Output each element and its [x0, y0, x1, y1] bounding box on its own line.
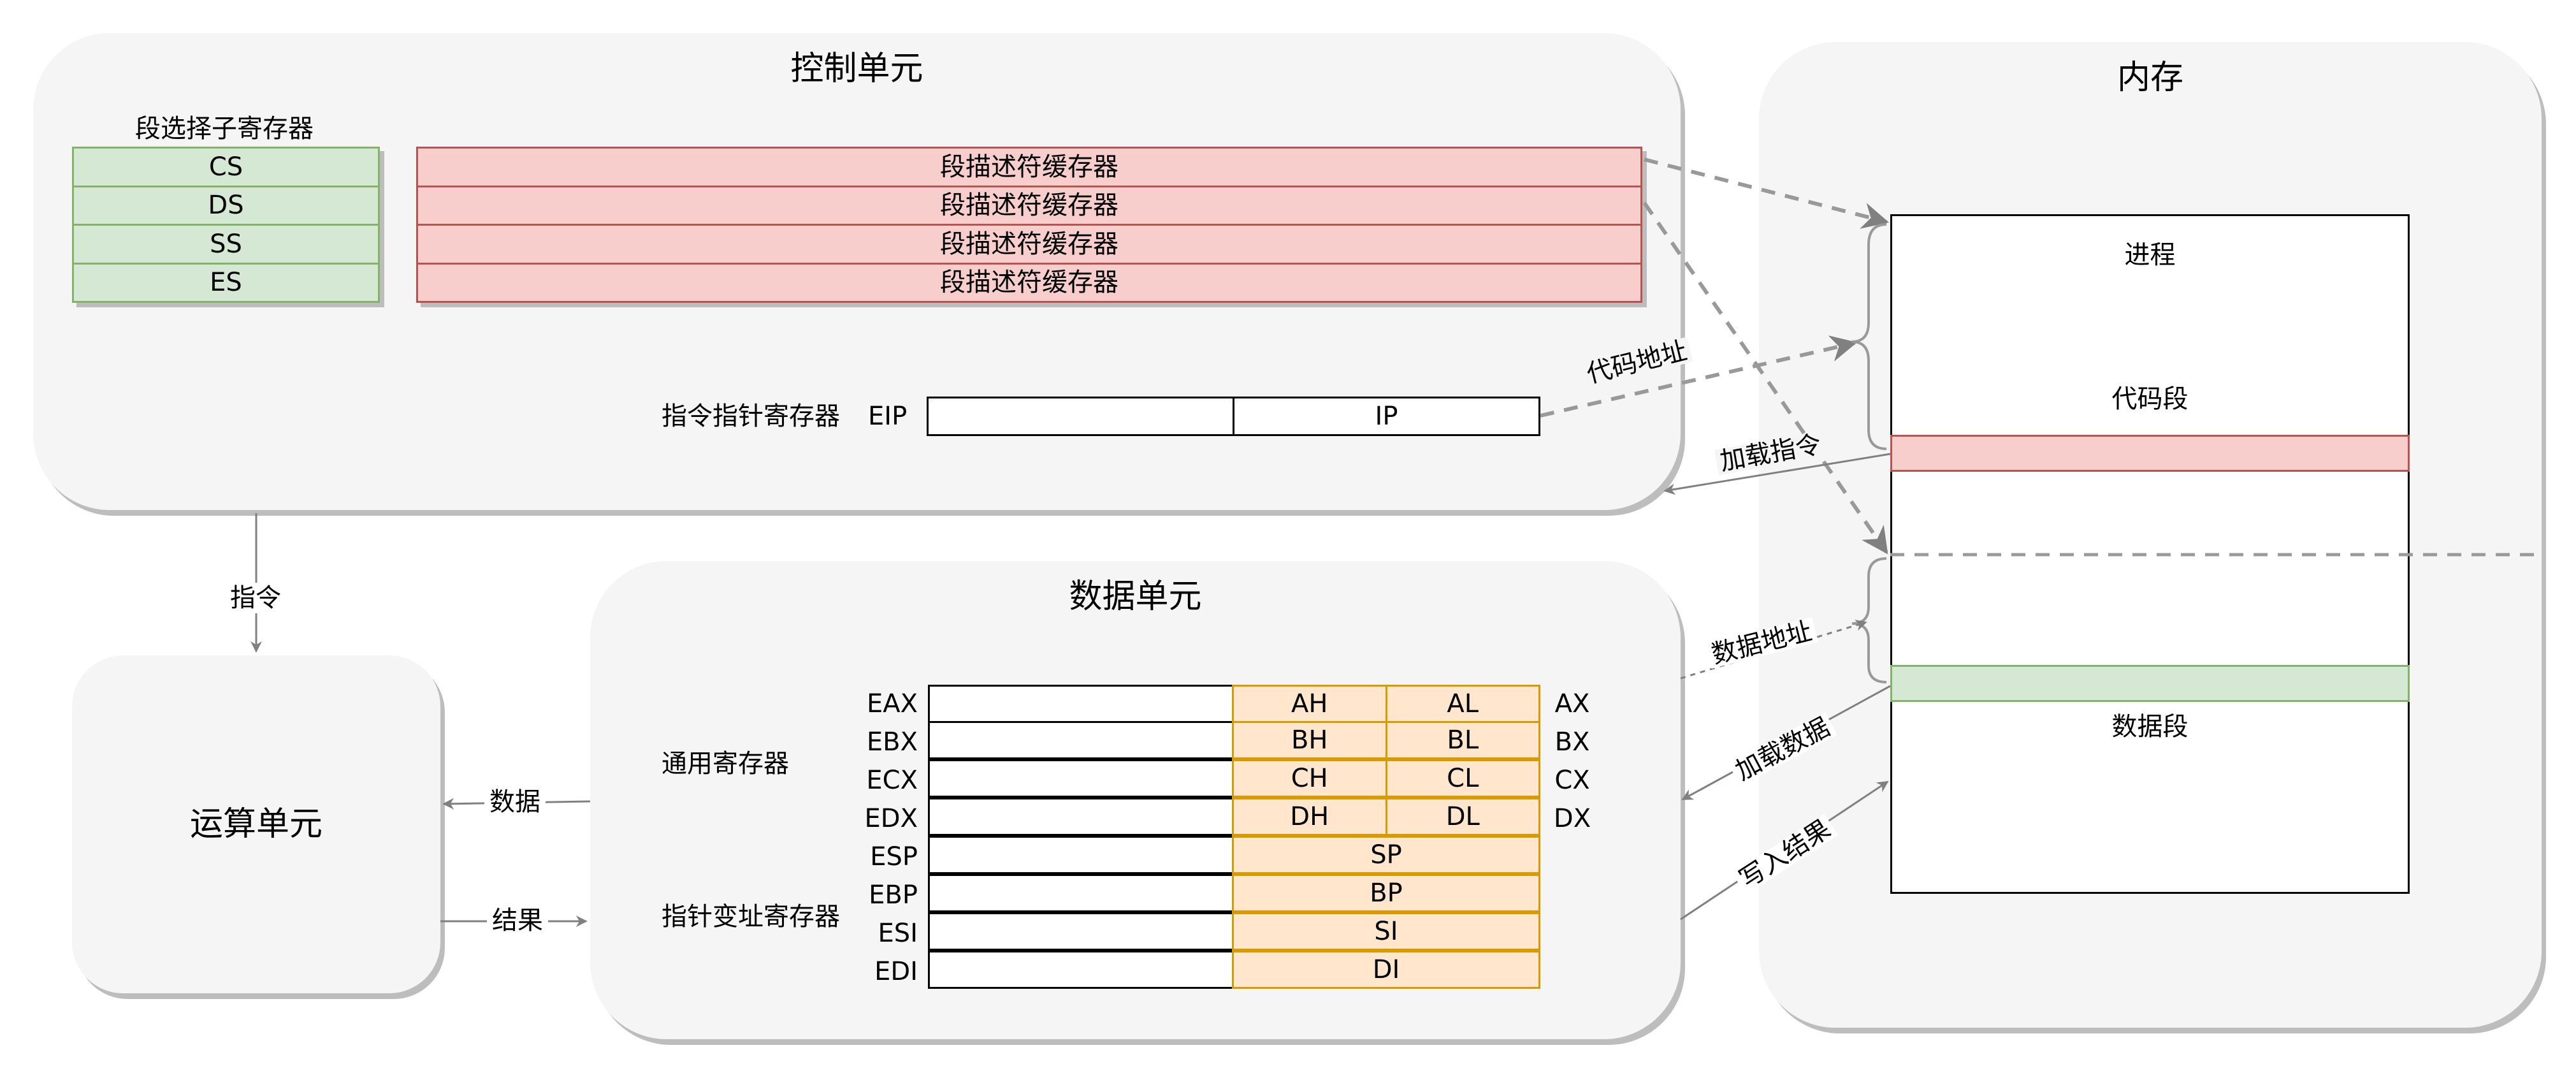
- register-low-word: AH AL: [1232, 685, 1540, 723]
- pointer-register-label: 指针变址寄存器: [662, 902, 840, 931]
- ip-register-label: 指令指针寄存器: [662, 402, 840, 431]
- data-unit-title: 数据单元: [1069, 578, 1202, 616]
- register-upper-half: [928, 836, 1234, 874]
- process-memory-box: [1890, 214, 2410, 894]
- register-16bit-name: DX: [1553, 804, 1591, 833]
- general-register-table: EAX AH AL AX EBX BH BL BX ECX CH CL CX E…: [850, 685, 1604, 991]
- register-upper-half: [928, 685, 1234, 723]
- segment-register-es: ES: [72, 262, 380, 303]
- result-label: 结果: [487, 908, 548, 933]
- register-low-word: BH BL: [1232, 721, 1540, 759]
- segment-selector-label: 段选择子寄存器: [135, 114, 314, 143]
- register-name: EDI: [874, 957, 918, 986]
- register-row-eax: EAX AH AL AX: [850, 685, 1604, 723]
- register-row-ebx: EBX BH BL BX: [850, 721, 1604, 761]
- register-row-esp: ESP SP: [850, 836, 1604, 876]
- register-low-word: CH CL: [1232, 759, 1540, 798]
- register-upper-half: [928, 721, 1234, 759]
- register-upper-half: [928, 951, 1234, 989]
- data-label: 数据: [484, 789, 546, 815]
- alu-title: 运算单元: [189, 805, 322, 843]
- code-segment-bar: [1890, 435, 2410, 472]
- register-row-edi: EDI DI: [850, 951, 1604, 991]
- register-16bit: SP: [1232, 836, 1540, 874]
- instruction-label: 指令: [226, 583, 285, 613]
- register-16bit: SI: [1232, 912, 1540, 951]
- register-name: ECX: [866, 766, 918, 795]
- register-name: EBP: [869, 880, 918, 910]
- descriptor-cache-4: 段描述符缓存器: [416, 262, 1642, 303]
- register-low-word: DH DL: [1232, 798, 1540, 836]
- register-row-ecx: ECX CH CL CX: [850, 759, 1604, 799]
- register-16bit: BP: [1232, 874, 1540, 912]
- register-upper-half: [928, 912, 1234, 951]
- register-row-esi: ESI SI: [850, 912, 1604, 952]
- register-name: EDX: [864, 804, 918, 833]
- register-name: ESP: [870, 842, 918, 872]
- descriptor-cache-3: 段描述符缓存器: [416, 224, 1642, 265]
- register-name: EAX: [866, 689, 918, 719]
- alu-panel: [72, 655, 440, 993]
- register-upper-half: [928, 759, 1234, 798]
- register-row-edx: EDX DH DL DX: [850, 798, 1604, 838]
- register-16bit-name: CX: [1554, 766, 1590, 795]
- register-high-byte: DH: [1232, 798, 1387, 836]
- register-name: EBX: [866, 727, 918, 757]
- data-segment-bar: [1890, 665, 2410, 702]
- register-16bit-name: BX: [1554, 727, 1590, 757]
- register-low-byte: BL: [1385, 721, 1540, 759]
- register-low-byte: CL: [1385, 759, 1540, 798]
- register-16bit: DI: [1232, 951, 1540, 989]
- register-low-byte: DL: [1385, 798, 1540, 836]
- process-label: 进程: [2124, 240, 2176, 270]
- segment-register-ds: DS: [72, 185, 380, 226]
- segment-register-stack: CS DS SS ES: [72, 147, 380, 303]
- segment-register-cs: CS: [72, 147, 380, 187]
- register-low-byte: AL: [1385, 685, 1540, 723]
- register-16bit-name: AX: [1554, 689, 1590, 719]
- register-upper-half: [928, 874, 1234, 912]
- register-row-ebp: EBP BP: [850, 874, 1604, 914]
- register-high-byte: CH: [1232, 759, 1387, 798]
- code-segment-label: 代码段: [2111, 384, 2189, 414]
- register-low-word: SP: [1232, 836, 1540, 874]
- data-segment-label: 数据段: [2111, 712, 2189, 741]
- eip-register-high: [927, 397, 1234, 436]
- segment-register-ss: SS: [72, 224, 380, 265]
- control-unit-title: 控制单元: [790, 50, 923, 88]
- eip-label: EIP: [868, 402, 908, 431]
- register-low-word: BP: [1232, 874, 1540, 912]
- register-high-byte: BH: [1232, 721, 1387, 759]
- register-low-word: SI: [1232, 912, 1540, 951]
- ip-register: IP: [1233, 397, 1540, 436]
- descriptor-cache-stack: 段描述符缓存器 段描述符缓存器 段描述符缓存器 段描述符缓存器: [416, 147, 1642, 303]
- register-low-word: DI: [1232, 951, 1540, 989]
- register-name: ESI: [878, 919, 918, 948]
- general-register-label: 通用寄存器: [662, 749, 789, 778]
- register-upper-half: [928, 798, 1234, 836]
- memory-title: 内存: [2117, 59, 2183, 97]
- descriptor-cache-2: 段描述符缓存器: [416, 185, 1642, 226]
- register-high-byte: AH: [1232, 685, 1387, 723]
- descriptor-cache-1: 段描述符缓存器: [416, 147, 1642, 187]
